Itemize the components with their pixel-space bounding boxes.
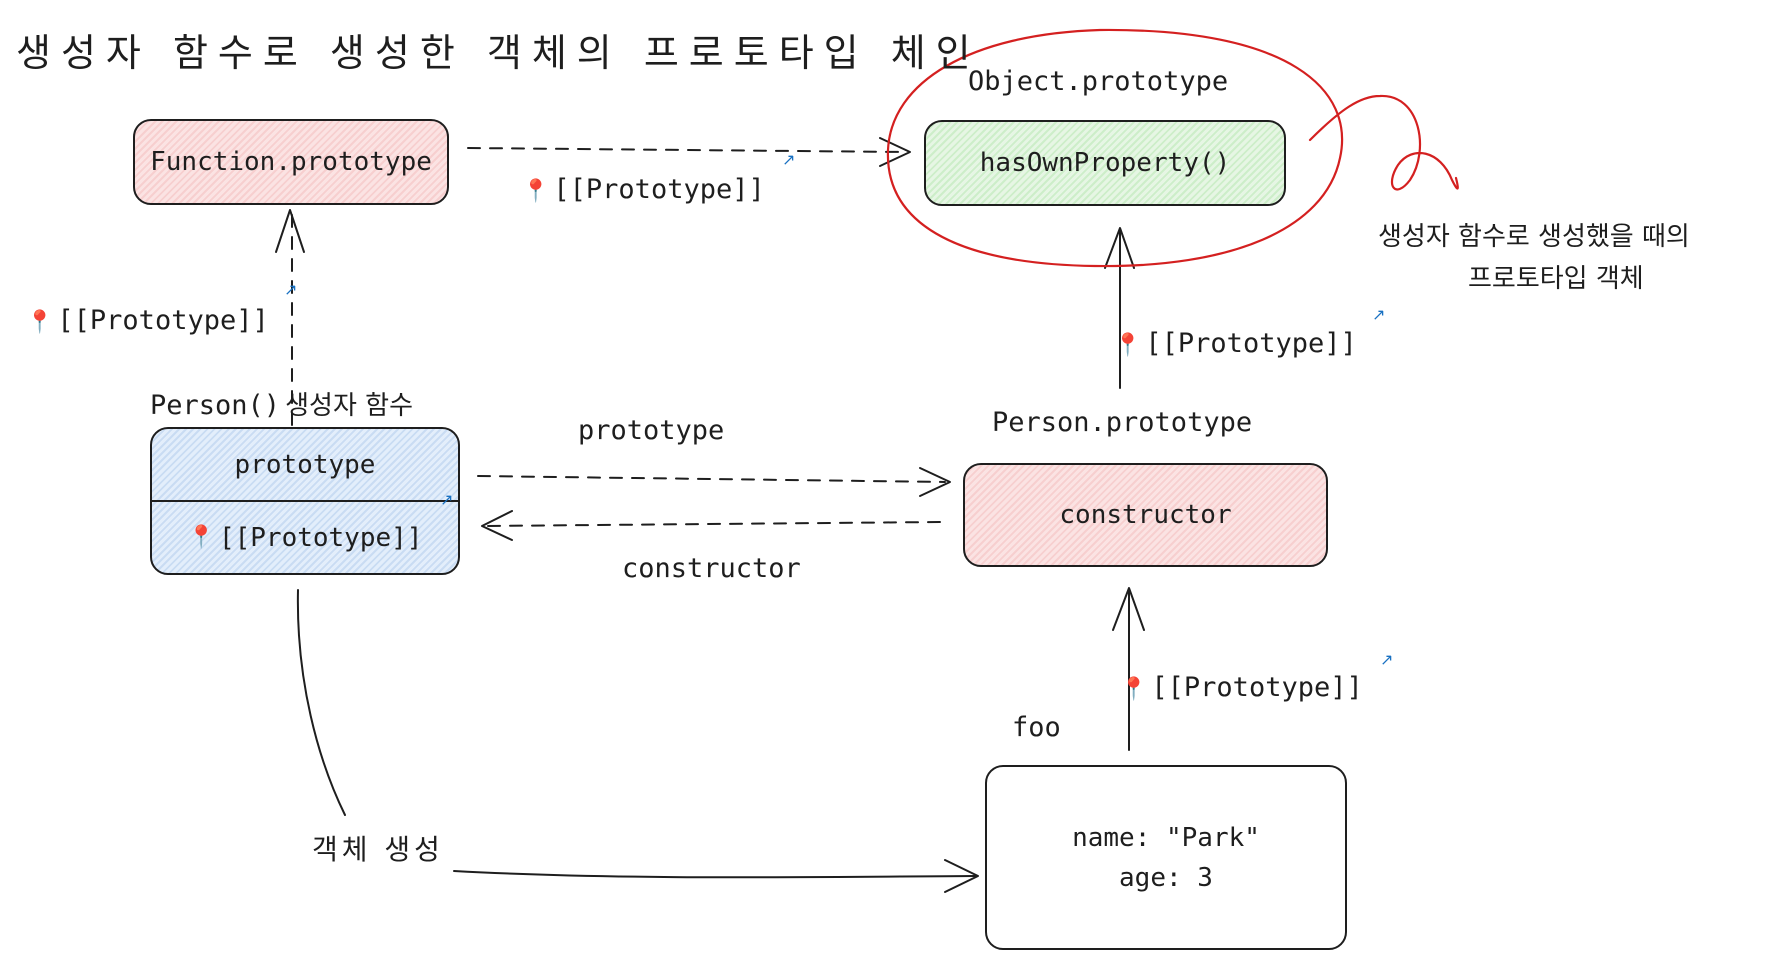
- external-link-icon[interactable]: ↗: [284, 280, 298, 299]
- person-constructor-label: Person() 생성자 함수: [150, 385, 413, 422]
- edge-label-text: [[Prototype]]: [553, 174, 765, 205]
- edge-create-object-lower: [453, 870, 976, 879]
- edge-prototype: [477, 475, 946, 483]
- foo-object-node[interactable]: name: "Park" age: 3: [985, 765, 1347, 950]
- arrowhead-person-to-function: [275, 209, 305, 253]
- foo-age-field: age: 3: [1119, 862, 1213, 893]
- person-proto-field-text: [[Prototype]]: [218, 522, 423, 553]
- person-prototype-field-text: prototype: [234, 449, 376, 480]
- function-prototype-text: Function.prototype: [150, 147, 432, 177]
- external-link-icon[interactable]: ↗: [782, 150, 796, 169]
- external-link-icon[interactable]: ↗: [440, 490, 454, 509]
- pin-icon: 📍: [1120, 677, 1148, 702]
- arrowhead-create-object: [944, 859, 979, 893]
- edge-label-create-object: 객체 생성: [312, 833, 444, 866]
- edge-label-person-to-function: 📍[[Prototype]]: [26, 305, 269, 336]
- edge-label-text: [[Prototype]]: [1145, 328, 1357, 359]
- person-prototype-node[interactable]: constructor: [963, 463, 1328, 567]
- person-prototype-label: Person.prototype: [992, 407, 1253, 438]
- has-own-property-text: hasOwnProperty(): [979, 148, 1231, 178]
- object-prototype-label: Object.prototype: [968, 66, 1229, 97]
- highlight-squiggle: [1308, 94, 1459, 191]
- person-prototype-field: prototype: [152, 429, 458, 502]
- person-label-suffix: 생성자 함수: [285, 391, 414, 421]
- edge-label-text: [[Prototype]]: [1151, 672, 1363, 703]
- constructor-field-text: constructor: [1059, 500, 1232, 530]
- arrowhead-personproto-to-object: [1104, 227, 1135, 269]
- pin-icon: 📍: [26, 310, 54, 335]
- arrowhead-foo-to-personproto: [1112, 587, 1145, 631]
- edge-label-constructor: constructor: [622, 553, 801, 584]
- external-link-icon[interactable]: ↗: [1380, 650, 1394, 669]
- arrowhead-function-to-object: [879, 137, 911, 167]
- edge-function-to-object: [467, 147, 906, 153]
- arrowhead-prototype: [919, 467, 951, 497]
- edge-label-function-to-object: 📍[[Prototype]]: [522, 174, 765, 205]
- edge-create-object-upper: [296, 589, 346, 816]
- function-prototype-node[interactable]: Function.prototype: [133, 119, 449, 205]
- pin-icon: 📍: [522, 179, 550, 204]
- has-own-property-node[interactable]: hasOwnProperty(): [924, 120, 1286, 206]
- page-title: 생성자 함수로 생성한 객체의 프로토타입 체인: [16, 31, 981, 75]
- person-constructor-node[interactable]: prototype 📍[[Prototype]]: [150, 427, 460, 575]
- edge-label-text: [[Prototype]]: [57, 305, 269, 336]
- person-proto-field: 📍[[Prototype]]: [152, 502, 458, 573]
- foo-name-field: name: "Park": [1072, 822, 1260, 853]
- person-label-text: Person(): [150, 390, 281, 421]
- annotation-line-1: 생성자 함수로 생성했을 때의: [1378, 222, 1690, 252]
- highlight-ellipse: [886, 28, 1344, 268]
- foo-label: foo: [1012, 712, 1061, 743]
- edge-constructor: [481, 521, 941, 527]
- external-link-icon[interactable]: ↗: [1372, 305, 1386, 324]
- arrowhead-constructor: [481, 510, 513, 541]
- pin-icon: 📍: [1114, 333, 1142, 358]
- edge-label-foo-to-personproto: 📍[[Prototype]]: [1120, 672, 1363, 703]
- edge-label-prototype: prototype: [578, 415, 725, 446]
- edge-label-personproto-to-object: 📍[[Prototype]]: [1114, 328, 1357, 359]
- pin-icon: 📍: [187, 525, 215, 550]
- annotation-line-2: 프로토타입 객체: [1468, 264, 1644, 294]
